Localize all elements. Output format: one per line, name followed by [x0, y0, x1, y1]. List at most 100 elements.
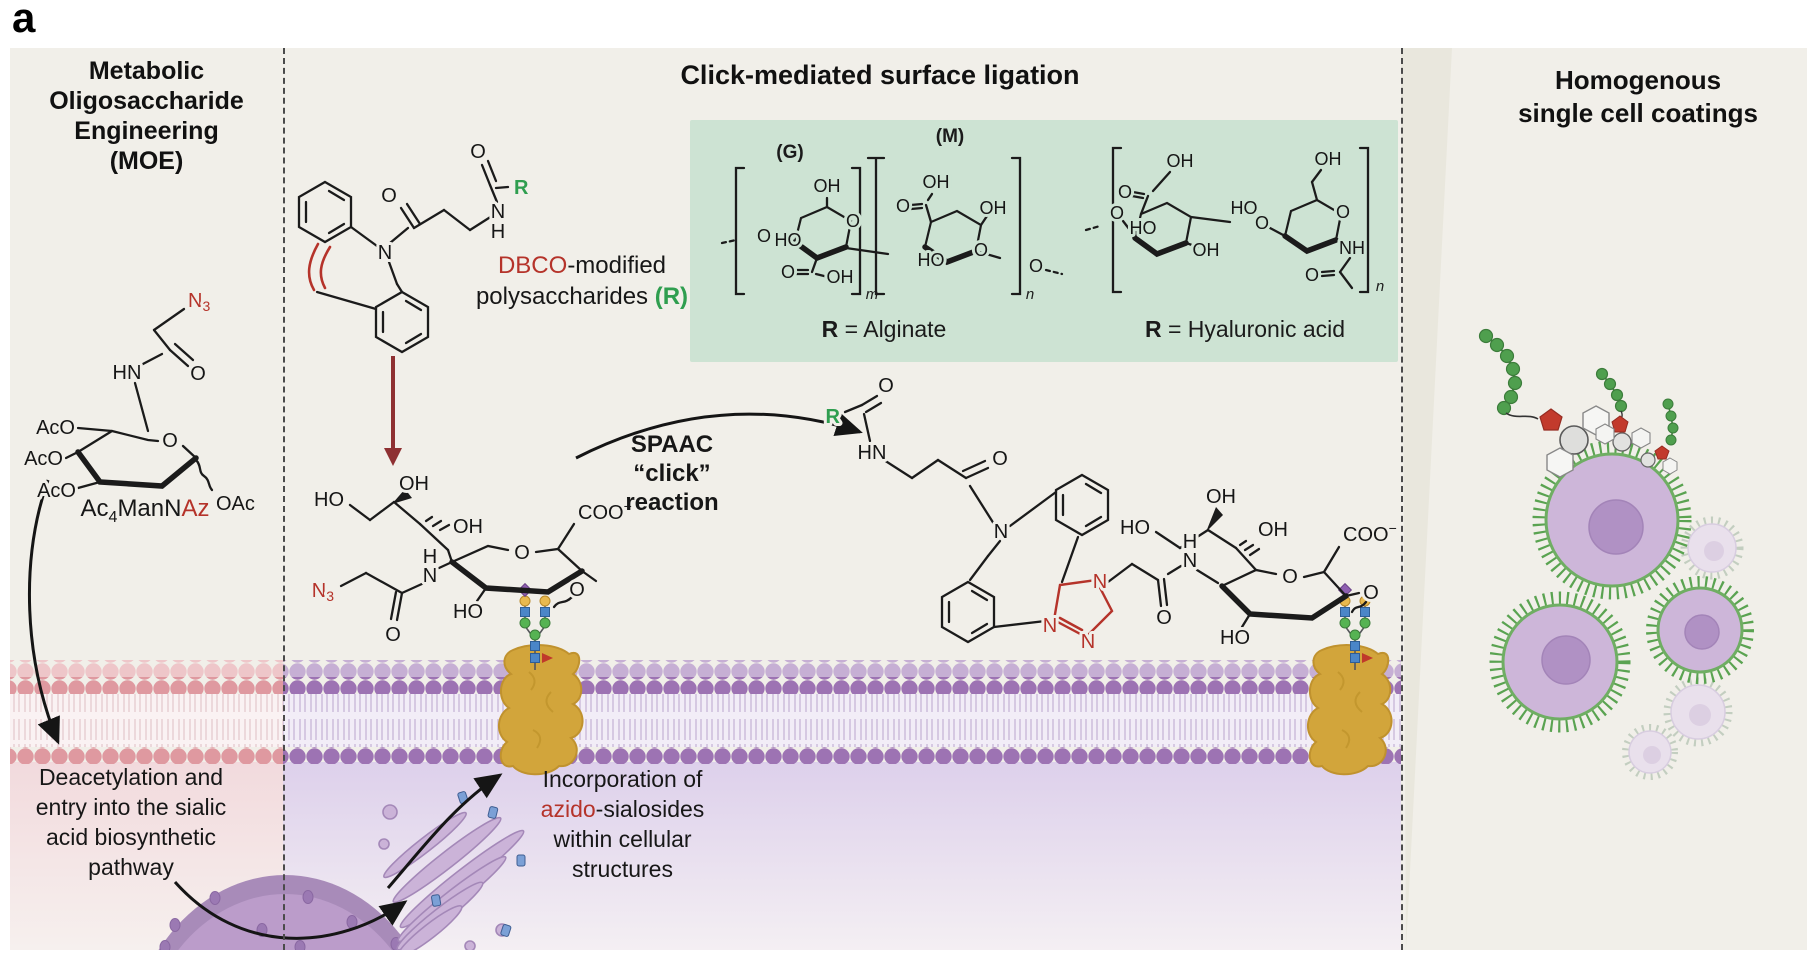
- polymer-chain-decoration: [1640, 398, 1679, 475]
- atom-label: HO: [775, 230, 802, 250]
- atom-label: O: [1156, 607, 1172, 629]
- faded-cell: [1622, 724, 1678, 780]
- atom-label: OAc: [216, 493, 255, 515]
- atom-label: N: [378, 242, 392, 264]
- subscript-n-ha: n: [1375, 278, 1385, 295]
- molecule-click-product: R O HN O N N N N O H N HO OH OH COO− O H…: [823, 372, 1400, 656]
- title-line: Metabolic: [88, 57, 205, 85]
- atom-label: HO: [1120, 517, 1150, 539]
- atom-label: O: [569, 579, 585, 601]
- polymer-chain-decoration: [1478, 328, 1610, 478]
- caption-line: pathway: [88, 854, 174, 880]
- atom-label: OH: [980, 198, 1007, 218]
- atom-label: O: [385, 624, 401, 646]
- atom-label: OH: [453, 516, 483, 538]
- triazole-icon: [1539, 408, 1563, 431]
- glycan-antenna: [517, 582, 553, 670]
- atom-label: COO−: [1343, 520, 1397, 546]
- atom-label: O: [1336, 202, 1350, 222]
- r-paren: (R): [654, 283, 689, 310]
- r-ha-label: R = Hyaluronic acid: [1135, 316, 1355, 343]
- coated-cell: [1489, 591, 1631, 733]
- atom-label: OH: [1206, 486, 1236, 508]
- atom-label: O: [1110, 203, 1124, 223]
- atom-label: O: [1029, 256, 1043, 276]
- figure-label: a: [12, 0, 36, 41]
- atom-label: NH: [1339, 238, 1365, 258]
- panel-divider-right: [1401, 48, 1403, 950]
- alginate-g-label: (G): [776, 142, 804, 163]
- atom-label: HO: [314, 489, 344, 511]
- atom-label: O: [846, 211, 860, 231]
- atom-label: N3: [312, 580, 334, 604]
- r-alginate-label: R = Alginate: [784, 316, 984, 343]
- atom-label: COO−: [578, 498, 632, 524]
- atom-label: O: [1255, 213, 1269, 233]
- atom-label: O: [1305, 265, 1319, 285]
- atom-label: N: [423, 565, 437, 587]
- title-line: (MOE): [109, 147, 184, 175]
- atom-label: HN: [113, 362, 142, 384]
- spaac-caption: SPAAC “click” reaction: [580, 430, 764, 517]
- r-symbol: R: [821, 316, 839, 342]
- arrow-dbco-down: [384, 356, 402, 466]
- membrane-protein: [498, 644, 584, 776]
- caption-line: Incorporation of: [542, 766, 703, 792]
- membrane-protein: [1307, 644, 1393, 776]
- molecule-ac4mannaz: N3 HN O AcO AcO AcO O OAc: [21, 287, 258, 518]
- r-alginate-text: = Alginate: [838, 316, 947, 342]
- arrow-golgi-to-membrane: [386, 773, 503, 889]
- atom-label: HO: [453, 601, 483, 623]
- arrow-moe-pathway: [28, 479, 60, 745]
- cytoplasm-purple: [283, 762, 1401, 950]
- title-line: single cell coatings: [1518, 98, 1758, 128]
- caption-line: within cellular: [553, 826, 692, 852]
- coated-cell: [1646, 576, 1754, 684]
- dbco-word: DBCO: [497, 252, 568, 279]
- faded-cell: [1680, 516, 1744, 580]
- atom-label: HO: [1130, 218, 1157, 238]
- name-pre: Ac: [80, 495, 109, 522]
- atom-label: O: [896, 196, 910, 216]
- incorporation-caption: Incorporation of azido-sialosides within…: [505, 764, 740, 884]
- arrow-to-golgi: [173, 881, 408, 940]
- azido-word: azido: [540, 796, 596, 822]
- atom-label: O: [190, 363, 206, 385]
- atom-label: OH: [1258, 519, 1288, 541]
- spaac-line: “click”: [633, 460, 711, 487]
- atom-label: O: [781, 262, 795, 282]
- alginate-m-label: (M): [935, 126, 965, 147]
- title-line: Oligosaccharide: [49, 87, 244, 115]
- spaac-line: reaction: [625, 489, 719, 516]
- atom-label: HO: [918, 250, 945, 270]
- structure-hyaluronic-acid: OH O O HO OH HO O OH O NH O: [1084, 146, 1370, 294]
- caption-line: acid biosynthetic: [45, 824, 217, 850]
- atom-label: N: [994, 521, 1008, 543]
- atom-label: O: [757, 226, 771, 246]
- subscript-n-alginate: n: [1025, 286, 1035, 303]
- deacetylation-caption: Deacetylation and entry into the sialic …: [15, 762, 247, 882]
- polysaccharides-word: polysaccharides: [475, 283, 655, 310]
- atom-label: N: [1093, 571, 1107, 593]
- glycan-antenna: [1337, 582, 1373, 670]
- left-panel-title: Metabolic Oligosaccharide Engineering (M…: [10, 56, 283, 176]
- atom-label: O: [878, 375, 894, 397]
- faded-cell: [1663, 677, 1733, 747]
- caption-rest: -sialosides: [595, 796, 705, 822]
- panel-divider-left: [283, 48, 285, 950]
- dbco-caption: DBCO-modified polysaccharides (R): [430, 250, 734, 312]
- atom-label: O: [974, 240, 988, 260]
- atom-label: H: [423, 546, 437, 568]
- right-panel-title: Homogenous single cell coatings: [1460, 64, 1816, 130]
- r-symbol: R: [1144, 316, 1162, 342]
- atom-label: OH: [399, 473, 429, 495]
- caption-line: entry into the sialic: [35, 794, 227, 820]
- membrane-pink: [10, 660, 283, 764]
- r-ha-text: = Hyaluronic acid: [1161, 316, 1346, 342]
- atom-label: O: [1282, 566, 1298, 588]
- title-line: Homogenous: [1554, 65, 1722, 95]
- atom-label: N: [1183, 550, 1197, 572]
- atom-label: O: [1363, 582, 1379, 604]
